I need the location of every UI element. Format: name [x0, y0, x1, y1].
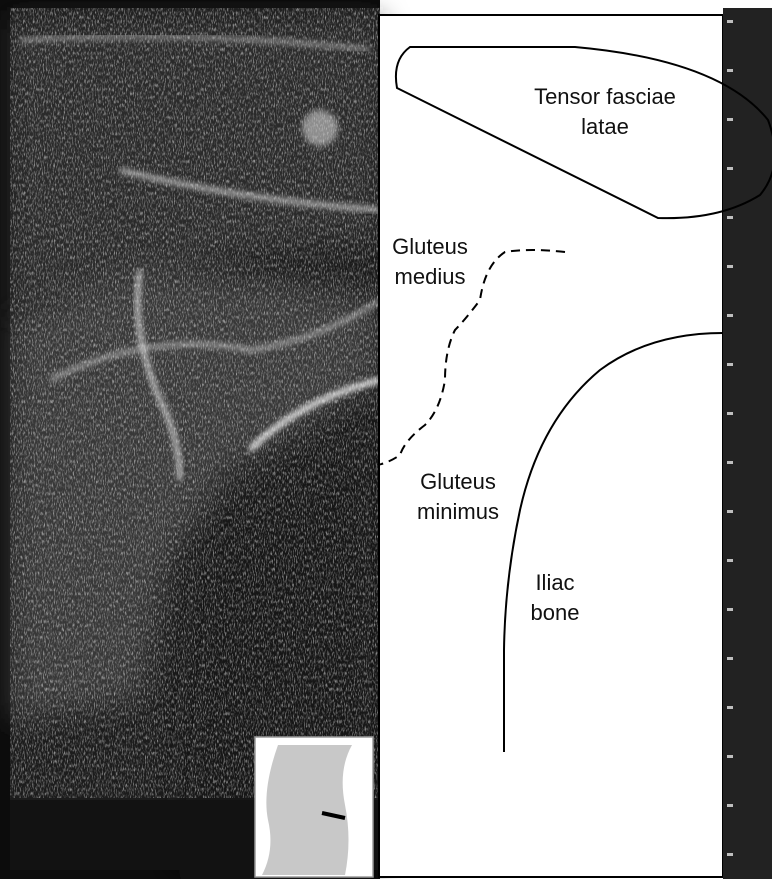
depth-scale-tick [727, 559, 733, 562]
schematic-panel [379, 15, 723, 877]
depth-scale-tick [727, 657, 733, 660]
body-silhouette-probe-position-icon [255, 737, 373, 877]
depth-scale-tick [727, 118, 733, 121]
depth-scale-tick [727, 69, 733, 72]
depth-scale-tick [727, 510, 733, 513]
depth-scale-tick [727, 412, 733, 415]
depth-scale-tick [727, 853, 733, 856]
depth-scale-tick [727, 314, 733, 317]
depth-scale-tick [727, 461, 733, 464]
depth-scale-tick [727, 755, 733, 758]
depth-scale-tick [727, 167, 733, 170]
depth-scale-tick [727, 363, 733, 366]
tensor-fasciae-latae-label: Tensor fasciae latae [515, 82, 695, 142]
depth-scale [723, 8, 772, 879]
depth-scale-tick [727, 265, 733, 268]
iliac-bone-label: Iliac bone [515, 568, 595, 628]
depth-scale-tick [727, 20, 733, 23]
depth-scale-tick [727, 608, 733, 611]
gluteus-medius-label: Gluteus medius [380, 232, 480, 292]
gluteus-minimus-label: Gluteus minimus [403, 467, 513, 527]
depth-scale-tick [727, 804, 733, 807]
depth-scale-tick [727, 706, 733, 709]
depth-scale-tick [727, 216, 733, 219]
